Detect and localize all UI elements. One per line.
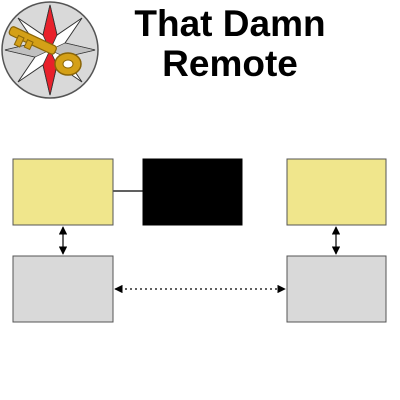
black-box [142,158,243,226]
compass-key-logo-icon [1,1,99,99]
title-line-2: Remote [162,43,298,84]
bottom-left-box [12,255,114,323]
key-icon [8,26,82,76]
title-line-1: That Damn [134,3,326,44]
page-title: That Damn Remote [110,4,350,84]
top-right-box [286,158,387,226]
bottom-right-box [286,255,387,323]
top-left-box [12,158,114,226]
